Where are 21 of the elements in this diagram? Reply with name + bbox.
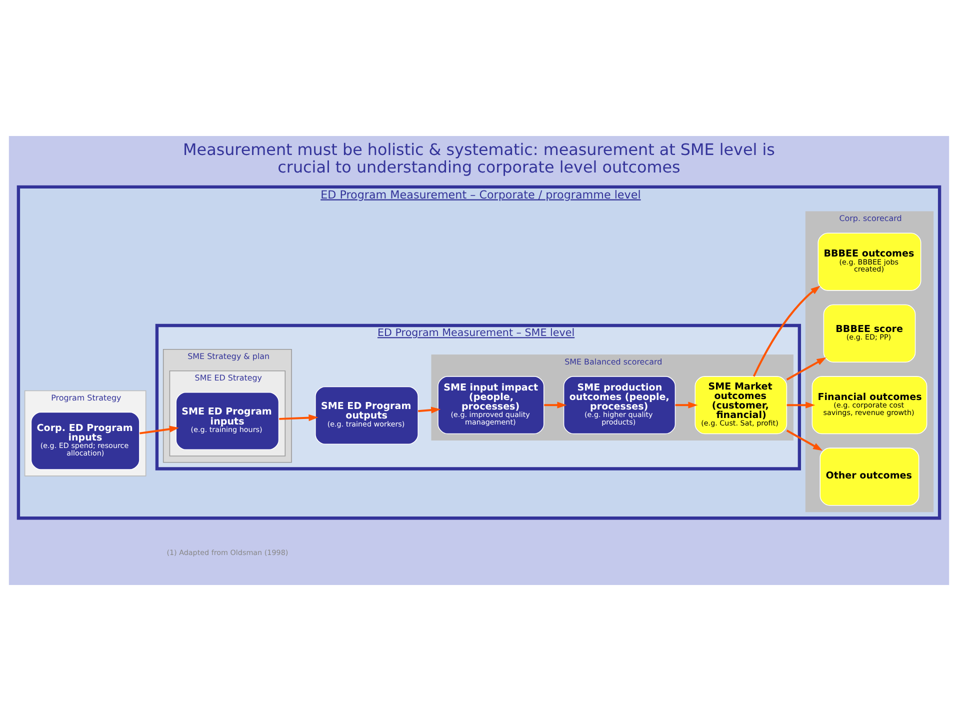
- node-box: SME ED Program outputs (e.g. trained workers): [315, 386, 418, 444]
- arrow: [418, 406, 441, 413]
- node-box: Other outcomes: [820, 447, 920, 506]
- arrow: [675, 401, 698, 408]
- arrow: [786, 356, 826, 380]
- node-box: SME Market outcomes (customer, financial) (e.g. Cust. Sat, profit): [694, 376, 788, 434]
- node-box: SME ED Program inputs (e.g. training hours): [176, 391, 280, 450]
- node-box: Financial outcomes (e.g. corporate cost savings, revenue growth): [812, 376, 928, 434]
- node-box: SME input impact (people, processes) (e.g. improved quality management): [438, 376, 544, 434]
- diagram-title: Measurement must be holistic & systematic: measurement at SME level is crucial to understanding corporate level outcomes: [183, 140, 775, 176]
- arrow: [786, 401, 816, 408]
- node-box: BBBEE score (e.g. ED; PP): [823, 304, 916, 362]
- node-box: SME production outcomes (people, processes) (e.g. higher quality products): [563, 376, 676, 434]
- label: (1) Adapted from Oldsman (1998): [166, 547, 288, 556]
- arrow: [140, 425, 180, 434]
- node-box: Corp. ED Program inputs (e.g. ED spend; resource allocation): [30, 411, 140, 470]
- arrow: [544, 401, 567, 408]
- arrow: [279, 414, 318, 421]
- arrow: [752, 285, 820, 376]
- arrow: [786, 429, 823, 450]
- node-box: BBBEE outcomes (e.g. BBBEE jobs created): [818, 232, 922, 290]
